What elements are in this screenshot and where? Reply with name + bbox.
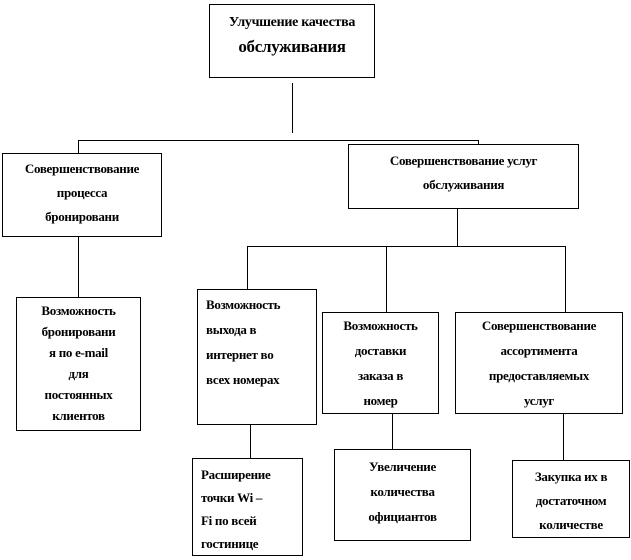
node-text: достаточном: [535, 493, 607, 508]
node-text: процесса: [56, 185, 108, 200]
node-text: Fi по всей: [201, 513, 257, 528]
node-booking-process: Совершенствование процесса бронировани: [2, 153, 162, 237]
node-text: Совершенствование: [481, 318, 597, 333]
node-text: доставки: [354, 343, 407, 358]
node-booking-email: Возможность бронировани я по e-mail для …: [16, 297, 141, 431]
node-text: Возможность: [41, 303, 116, 318]
node-wifi-expansion: Расширение точки Wi – Fi по всей гостини…: [192, 458, 303, 556]
node-text: предоставляемых: [488, 368, 590, 383]
node-text: услуг: [523, 393, 555, 408]
node-text: постоянных: [44, 387, 113, 402]
node-text: я по e-mail: [49, 345, 108, 360]
node-text: количества: [370, 484, 435, 499]
node-text: гостинице: [201, 536, 259, 551]
node-text: Совершенствование услуг: [389, 153, 538, 168]
node-text: бронировани: [45, 209, 119, 224]
node-text: Улучшение качества: [228, 15, 356, 30]
node-text: обслуживания: [238, 37, 346, 56]
node-more-waiters: Увеличение количества официантов: [334, 449, 471, 541]
node-text: бронировани: [41, 324, 116, 339]
node-text: Совершенствование: [24, 161, 140, 176]
node-service-improvement: Совершенствование услуг обслуживания: [348, 144, 579, 209]
node-room-delivery: Возможность доставки заказа в номер: [322, 312, 439, 414]
node-text: количестве: [539, 517, 603, 532]
node-text: ассортимента: [500, 343, 578, 358]
node-text: Закупка их в: [534, 469, 608, 484]
node-text: Возможность: [206, 297, 281, 312]
node-text: обслуживания: [422, 177, 505, 192]
node-text: клиентов: [52, 408, 105, 423]
node-text: Возможность: [343, 318, 418, 333]
node-internet-access: Возможность выхода в интернет во всех но…: [197, 289, 317, 425]
node-text: Увеличение: [369, 459, 436, 474]
node-text: Расширение: [201, 467, 271, 482]
node-assortment: Совершенствование ассортимента предостав…: [455, 312, 623, 414]
node-text: интернет во: [206, 347, 274, 362]
root-node: Улучшение качества обслуживания: [209, 4, 375, 78]
node-text: номер: [363, 393, 398, 408]
node-purchase: Закупка их в достаточном количестве: [512, 460, 630, 538]
node-text: всех номерах: [206, 372, 280, 387]
node-text: выхода в: [206, 322, 257, 337]
node-text: заказа в: [357, 368, 404, 383]
node-text: официантов: [368, 509, 437, 524]
node-text: точки Wi –: [201, 490, 263, 505]
node-text: для: [68, 366, 89, 381]
